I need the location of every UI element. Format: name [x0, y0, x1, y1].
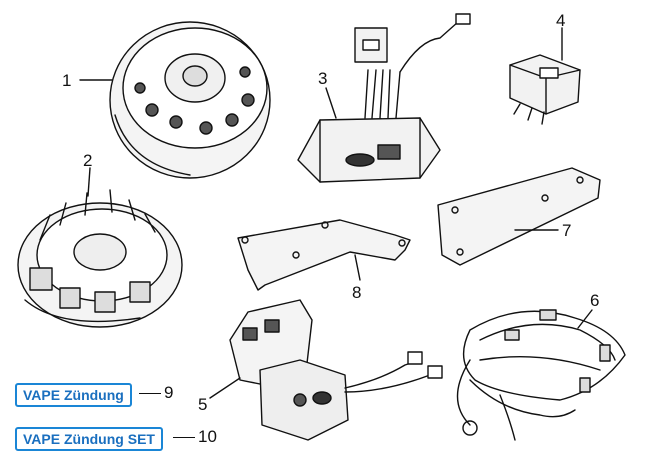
ignition-coil-drawing: [229, 299, 443, 441]
part-number-6: 6: [590, 291, 599, 310]
leader-line-8: [354, 254, 361, 281]
leader-line-5: [209, 377, 241, 399]
callout-number-10: 10: [198, 427, 217, 446]
stator-drawing: [17, 189, 183, 328]
leader-line-3: [325, 87, 337, 119]
part-number-8: 8: [352, 283, 361, 302]
part-number-5: 5: [198, 395, 207, 414]
part-number-1: 1: [62, 71, 71, 90]
wiring-harness-drawing: [456, 309, 626, 441]
leader-line-2: [87, 167, 91, 197]
callout-10-leader: [173, 437, 195, 438]
part-number-2: 2: [83, 151, 92, 170]
vape-ignition-label: VAPE Zündung: [15, 383, 132, 407]
part-number-7: 7: [562, 221, 571, 240]
part-number-4: 4: [556, 11, 565, 30]
mounting-plate-drawing: [437, 167, 601, 266]
leader-line-6: [577, 309, 593, 329]
part-number-3: 3: [318, 69, 327, 88]
vape-ignition-set-label: VAPE Zündung SET: [15, 427, 163, 451]
callout-9-leader: [139, 393, 161, 394]
flywheel-rotor-drawing: [109, 21, 271, 179]
relay-drawing: [509, 54, 581, 125]
voltage-regulator-drawing: [297, 13, 471, 183]
bracket-drawing: [237, 219, 411, 291]
callout-number-9: 9: [164, 383, 174, 402]
